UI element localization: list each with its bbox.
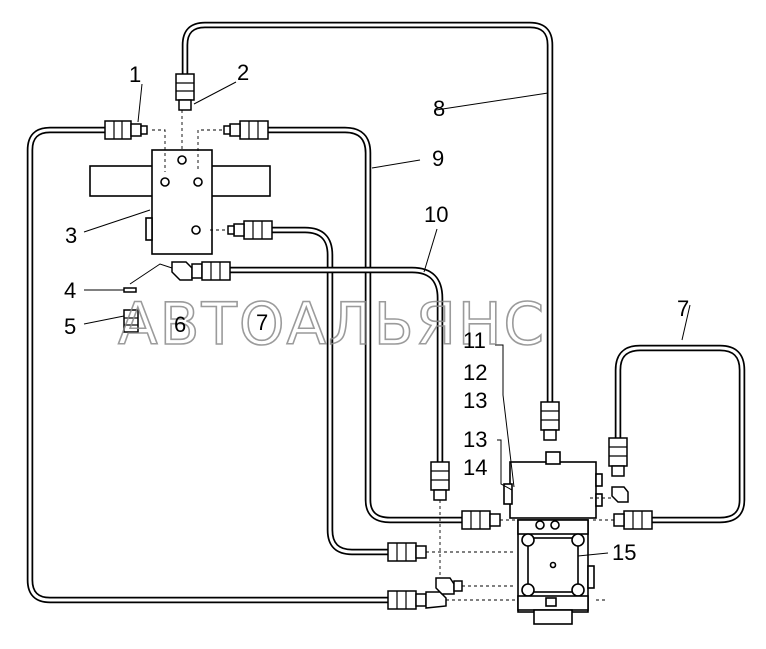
elbow-lower xyxy=(435,577,463,595)
callout-labels: 1 2 3 4 5 6 7 8 9 10 7 11 12 13 13 14 15 xyxy=(64,60,689,565)
pipe-7-right xyxy=(614,344,746,524)
fitting-left-mid xyxy=(387,542,427,562)
fitting-side xyxy=(227,220,273,240)
elbow-right xyxy=(611,486,629,503)
distributor-upper xyxy=(503,451,603,519)
label-12: 12 xyxy=(463,360,487,385)
watermark-text: АВТОАЛЬЯНС xyxy=(118,290,546,358)
valve-block xyxy=(145,149,213,255)
leader-lines xyxy=(83,81,691,557)
fitting-2 xyxy=(175,73,195,111)
label-8: 8 xyxy=(433,96,445,121)
label-13-upper: 13 xyxy=(463,388,487,413)
label-1: 1 xyxy=(129,62,141,87)
label-4: 4 xyxy=(64,278,76,303)
label-7-left: 7 xyxy=(256,310,268,335)
fitting-7-vertical xyxy=(608,437,628,477)
fitting-7-horizontal xyxy=(613,510,653,530)
label-9: 9 xyxy=(432,146,444,171)
fitting-1 xyxy=(104,120,148,140)
fittings xyxy=(104,73,653,610)
label-13-lower: 13 xyxy=(463,427,487,452)
label-3: 3 xyxy=(65,223,77,248)
label-6: 6 xyxy=(174,312,186,337)
pipes xyxy=(26,21,746,604)
elbow-6 xyxy=(171,261,231,281)
fitting-9-bottom xyxy=(461,510,501,530)
label-2: 2 xyxy=(237,60,249,85)
distributor-lower xyxy=(517,519,595,625)
label-7-right: 7 xyxy=(677,296,689,321)
fitting-8-bottom xyxy=(540,401,560,441)
label-15: 15 xyxy=(612,540,636,565)
bolt-5 xyxy=(123,287,139,333)
fitting-outer-bottom xyxy=(387,590,447,610)
fitting-10-bottom xyxy=(430,461,450,501)
dashed-connections xyxy=(426,497,614,601)
label-10: 10 xyxy=(424,202,448,227)
label-14: 14 xyxy=(463,455,487,480)
label-5: 5 xyxy=(64,314,76,339)
label-11: 11 xyxy=(463,328,486,353)
fitting-9 xyxy=(223,120,269,140)
